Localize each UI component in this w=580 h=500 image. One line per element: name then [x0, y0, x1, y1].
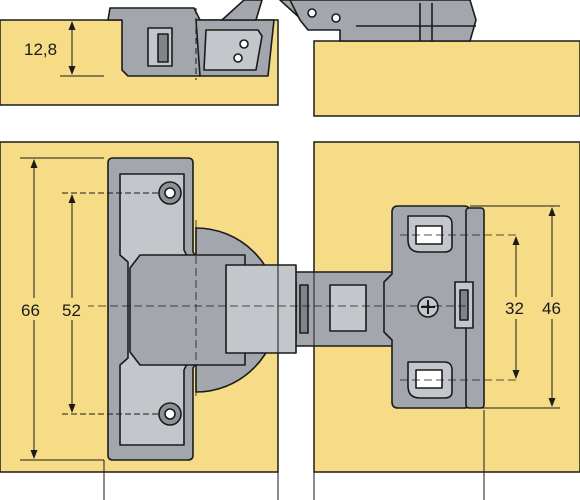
dim-base-hole-spacing-label: 32: [505, 299, 524, 318]
dim-plate-hole-spacing-label: 52: [62, 301, 81, 320]
hinge-cup-section: [107, 7, 275, 80]
hinge-mounting-base: [383, 205, 485, 409]
dim-plate-length-outer: [20, 157, 104, 461]
section-view: 12,8: [0, 0, 580, 117]
dim-base-length: [470, 205, 560, 409]
panel-edges: [103, 142, 485, 500]
hinge-arm-section: [221, 0, 477, 42]
dim-cup-depth-label: 12,8: [24, 40, 57, 59]
plan-view: 66 52 32 46: [0, 141, 580, 500]
dim-cup-depth: [60, 19, 120, 77]
cabinet-panel-section: [313, 40, 580, 117]
hinge-cup-plate: [107, 157, 297, 461]
dim-base-length-label: 46: [542, 299, 561, 318]
dim-plate-length-outer-label: 66: [21, 301, 40, 320]
